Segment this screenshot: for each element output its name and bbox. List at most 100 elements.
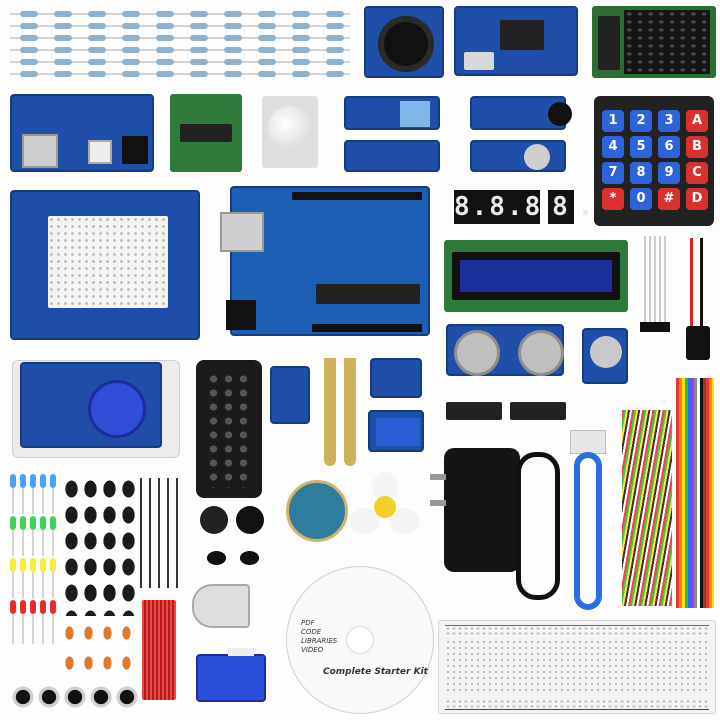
rtc-battery-holder (464, 52, 494, 70)
gas-sensor-module (582, 328, 628, 384)
led-matrix-grid (624, 10, 710, 74)
rtc-module (454, 6, 578, 76)
tactile-buttons-row (10, 684, 140, 710)
keypad-key: C (686, 162, 708, 184)
starter-kit-cd: PDF CODE LIBRARIES VIDEO Complete Starte… (286, 566, 434, 714)
rfid-reader-module (20, 362, 162, 448)
diodes (140, 478, 180, 588)
remote-buttons (206, 372, 252, 488)
keypad-key: 1 (602, 110, 624, 132)
stepper-driver-board (170, 94, 242, 172)
sensor-module-a (344, 140, 440, 172)
jumper-wires-bundle (622, 410, 672, 606)
power-supply-module (10, 94, 154, 172)
keypad-key: 4 (602, 136, 624, 158)
keypad-key: 2 (630, 110, 652, 132)
buzzer (200, 506, 228, 534)
servo-horn (228, 648, 254, 656)
lcd-screen (460, 260, 612, 292)
capacitors-and-transistors (62, 476, 138, 616)
probe-leg-right (344, 358, 356, 466)
usb-cable-coil (574, 452, 602, 610)
keypad-key: 6 (658, 136, 680, 158)
lcd-bezel (452, 252, 620, 300)
black-wire (700, 238, 703, 328)
header-pins-bottom (312, 324, 422, 332)
breadboard-rail-top (445, 625, 709, 636)
breadboard-rail-bottom (445, 699, 709, 710)
accelerometer-module (370, 358, 422, 398)
microphone (548, 102, 572, 126)
single-digit-seven-segment: 8 (548, 190, 574, 224)
keypad-key: 9 (658, 162, 680, 184)
resistor-strip (10, 8, 350, 80)
fan-hub (374, 496, 396, 518)
photoresistors (60, 618, 138, 678)
arduino-uno-board (220, 186, 430, 336)
relay-block (376, 418, 420, 446)
joystick-knob (378, 16, 434, 72)
fan-blade-right (390, 508, 420, 534)
red-wire (690, 238, 693, 328)
dht11-sensor-module (344, 96, 440, 130)
pin-header-strip (636, 236, 674, 346)
adapter-cable (516, 452, 560, 600)
dc-jack (122, 136, 148, 164)
usb-cable (566, 430, 614, 610)
uln2003-chip (180, 124, 232, 142)
header-pins (644, 236, 668, 322)
max7219-chip (598, 16, 620, 70)
ir-receiver-module (270, 366, 310, 424)
power-switch (88, 140, 112, 164)
push-buttons-small (200, 546, 266, 570)
adapter-prong-top (430, 474, 446, 480)
power-adapter (430, 448, 520, 572)
keypad-key: # (658, 188, 680, 210)
mini-breadboard (48, 216, 168, 308)
led-array (10, 474, 60, 646)
lcd-1602-module (444, 240, 628, 312)
water-level-sensor (142, 600, 176, 700)
battery-snap (686, 326, 710, 360)
dht11-sensor-housing (400, 101, 430, 127)
active-buzzer (236, 506, 264, 534)
passive-buzzer-pcb (286, 480, 348, 542)
adapter-prong-bottom (430, 500, 446, 506)
usb-plug (570, 430, 606, 454)
four-digit-seven-segment: 8.8.8.8. (454, 190, 596, 224)
pir-dome (268, 106, 312, 150)
keypad-key: A (686, 110, 708, 132)
header-pins-top (292, 192, 422, 200)
ultrasonic-sensor (446, 324, 564, 376)
rtc-chip (500, 20, 544, 50)
breadboard-holes (445, 639, 709, 695)
atmega-chip (316, 284, 420, 304)
sound-sensor-module (470, 96, 572, 130)
resistors-graphic (10, 11, 350, 77)
cd-line-code: CODE (301, 628, 322, 636)
ic-chip-2 (510, 402, 566, 420)
usb-b-port (220, 212, 264, 252)
servo-motor (196, 648, 266, 702)
potentiometer-knob (524, 144, 550, 170)
pir-sensor (262, 96, 318, 168)
keypad-key: B (686, 136, 708, 158)
cd-line-pdf: PDF (301, 619, 315, 627)
keypad-key: D (686, 188, 708, 210)
potentiometer-module (470, 140, 566, 172)
breadboard-830 (438, 620, 716, 714)
membrane-keypad: 1 2 3 A 4 5 6 B 7 8 9 C * 0 # D (594, 96, 714, 226)
rainbow-ribbon-cable (676, 378, 714, 608)
dc-barrel-jack (226, 300, 256, 330)
battery-snap-cable (682, 238, 716, 364)
cd-line-video: VIDEO (301, 646, 324, 654)
keypad-key: 7 (602, 162, 624, 184)
dc-motor (192, 584, 250, 628)
ir-remote (196, 360, 262, 498)
leds-graphic (10, 474, 56, 644)
soil-moisture-probe (322, 358, 358, 470)
prototype-shield (10, 190, 200, 340)
cd-title: Complete Starter Kit (323, 667, 428, 677)
relay-module (368, 410, 424, 452)
